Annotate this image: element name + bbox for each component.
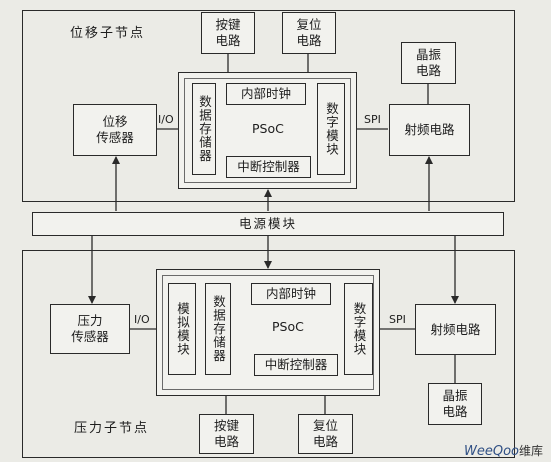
watermark-suffix: 维库 [518, 444, 543, 458]
top-node-title: 位移子节点 [70, 26, 146, 41]
bottom-crystal-circuit: 晶振 电路 [428, 383, 482, 425]
bottom-psoc-interrupt: 中断控制器 [254, 354, 338, 376]
bottom-psoc-clock: 内部时钟 [251, 283, 331, 305]
bottom-psoc-clock-label: 内部时钟 [265, 286, 316, 301]
bottom-rf-circuit-label: 射频电路 [430, 321, 481, 337]
bottom-psoc-inner-outline [162, 275, 374, 390]
top-psoc-clock-label: 内部时钟 [240, 86, 291, 101]
bottom-psoc-name: PSoC [272, 319, 304, 334]
bottom-reset-circuit-label: 复位 电路 [312, 418, 338, 449]
power-module-label: 电源模块 [238, 216, 297, 231]
top-reset-circuit: 复位 电路 [282, 12, 336, 54]
bottom-button-circuit-label: 按键 电路 [213, 418, 239, 449]
top-reset-circuit-label: 复位 电路 [296, 17, 322, 48]
top-psoc-name: PSoC [252, 121, 284, 136]
bottom-spi-label: SPI [389, 313, 406, 326]
top-psoc-interrupt-label: 中断控制器 [237, 159, 300, 174]
top-button-circuit-label: 按键 电路 [215, 17, 241, 48]
power-module: 电源模块 [32, 212, 504, 236]
bottom-node-title: 压力子节点 [74, 421, 150, 436]
top-psoc-interrupt: 中断控制器 [226, 156, 311, 178]
top-crystal-circuit: 晶振 电路 [401, 42, 456, 84]
top-sensor-label: 位移 传感器 [96, 114, 134, 145]
top-psoc-clock: 内部时钟 [226, 83, 306, 105]
bottom-io-label: I/O [134, 313, 150, 326]
top-psoc-digital: 数字模块 [317, 83, 345, 175]
top-psoc-storage: 数据存储器 [192, 83, 216, 175]
top-rf-circuit: 射频电路 [389, 104, 470, 156]
bottom-reset-circuit: 复位 电路 [298, 414, 353, 454]
bottom-node-region [22, 250, 515, 458]
top-sensor: 位移 传感器 [73, 104, 157, 156]
watermark-brand: WeeQoo [463, 444, 519, 459]
bottom-psoc-storage: 数据存储器 [205, 283, 231, 375]
bottom-psoc-digital: 数字模块 [344, 283, 373, 375]
top-psoc-inner-outline [184, 78, 351, 183]
bottom-rf-circuit: 射频电路 [415, 304, 496, 355]
top-psoc-digital-label: 数字模块 [324, 102, 339, 156]
bottom-psoc-interrupt-label: 中断控制器 [264, 357, 328, 372]
bottom-button-circuit: 按键 电路 [199, 414, 254, 454]
bottom-psoc-analog: 模拟模块 [168, 283, 196, 375]
bottom-psoc-storage-label: 数据存储器 [211, 295, 226, 363]
top-spi-label: SPI [364, 113, 381, 126]
top-rf-circuit-label: 射频电路 [404, 122, 455, 137]
top-node-region [22, 10, 515, 202]
watermark: WeeQoo维库 [464, 442, 543, 459]
top-crystal-circuit-label: 晶振 电路 [415, 47, 441, 78]
top-io-label: I/O [158, 113, 174, 126]
bottom-sensor: 压力 传感器 [50, 304, 130, 354]
bottom-sensor-label: 压力 传感器 [71, 313, 109, 344]
bottom-psoc-analog-label: 模拟模块 [175, 302, 190, 356]
bottom-crystal-circuit-label: 晶振 电路 [442, 388, 468, 419]
bottom-psoc-digital-label: 数字模块 [351, 302, 367, 356]
top-button-circuit: 按键 电路 [201, 12, 255, 54]
top-psoc-storage-label: 数据存储器 [197, 95, 212, 163]
